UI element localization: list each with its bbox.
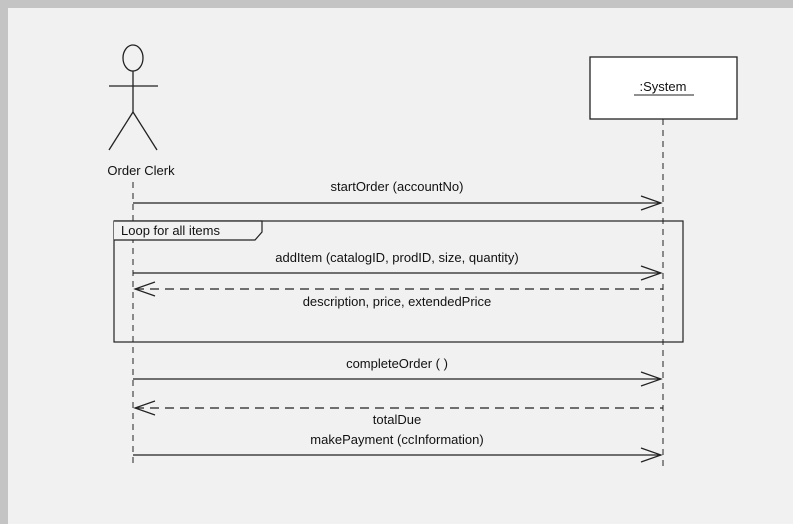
actor-name: Order Clerk: [107, 163, 175, 178]
message-label: addItem (catalogID, prodID, size, quanti…: [275, 250, 519, 265]
message-return-total-due: totalDue: [133, 400, 663, 427]
message-start-order: startOrder (accountNo): [133, 179, 663, 211]
message-label: startOrder (accountNo): [331, 179, 464, 194]
message-add-item: addItem (catalogID, prodID, size, quanti…: [133, 250, 663, 281]
system-box: [589, 56, 738, 120]
message-label: description, price, extendedPrice: [303, 294, 492, 309]
message-complete-order: completeOrder ( ): [133, 356, 663, 387]
message-label: totalDue: [373, 412, 421, 427]
message-label: makePayment (ccInformation): [310, 432, 483, 447]
message-label: completeOrder ( ): [346, 356, 448, 371]
loop-label: Loop for all items: [121, 223, 220, 238]
loop-frame: [113, 220, 684, 343]
system-name: :System: [640, 79, 687, 94]
message-make-payment: makePayment (ccInformation): [133, 432, 663, 463]
message-return-description: description, price, extendedPrice: [133, 281, 663, 309]
loop-label-tab: [114, 220, 263, 241]
actor-figure-icon: [108, 44, 158, 151]
